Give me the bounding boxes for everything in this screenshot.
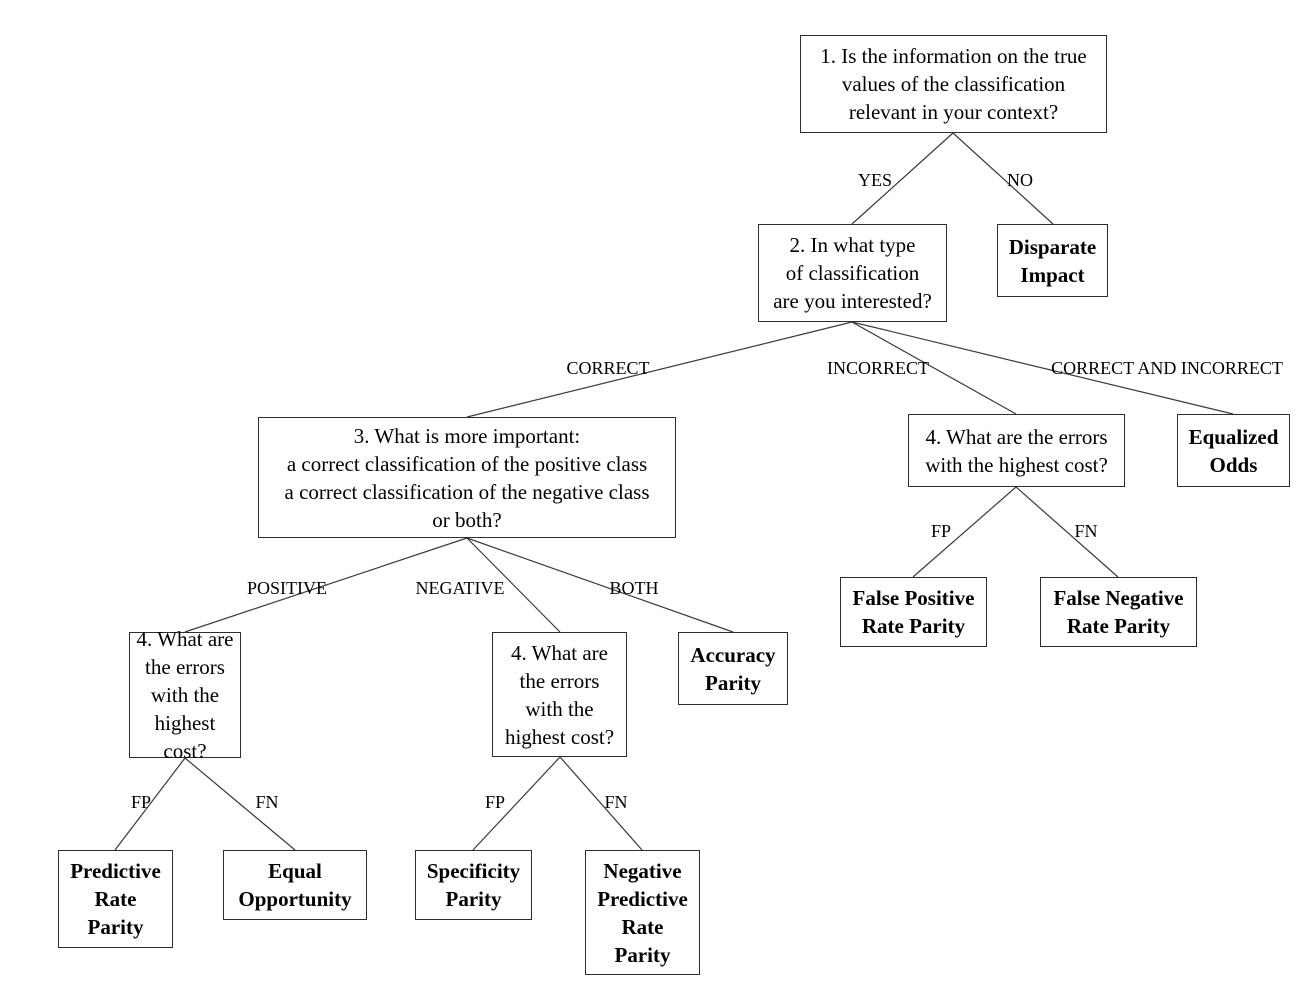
edge-q3-accuracy-parity <box>466 537 734 633</box>
edge-label-fn-incorrect-branch: FN <box>1074 521 1098 541</box>
node-equalized-odds: Equalized Odds <box>1177 414 1290 487</box>
node-question-4-positive: 4. What are the errors with the highest … <box>129 627 241 763</box>
edge-label-no: NO <box>1007 170 1033 190</box>
node-accuracy-parity: Accuracy Parity <box>678 632 788 705</box>
edge-label-correct: CORRECT <box>566 358 650 378</box>
edge-label-positive: POSITIVE <box>247 578 327 598</box>
edge-q1-disparate-impact <box>952 132 1054 225</box>
edge-q3-q4-negative <box>466 537 561 633</box>
node-question-3: 3. What is more important: a correct cla… <box>258 417 676 538</box>
edge-q2-q4-incorrect <box>851 321 1017 415</box>
edge-label-negative: NEGATIVE <box>415 578 505 598</box>
edge-q3-q4-positive <box>184 537 468 633</box>
node-false-negative-rate-parity: False Negative Rate Parity <box>1040 577 1197 647</box>
edge-q4inc-false-positive-rate-parity <box>912 486 1017 578</box>
edge-label-fn-negative-branch: FN <box>604 792 628 812</box>
edge-q4neg-specificity-parity <box>472 756 561 851</box>
edge-label-correct-and-incorrect: CORRECT AND INCORRECT <box>1051 358 1283 378</box>
edge-label-yes: YES <box>857 170 893 190</box>
edge-q4pos-equal-opportunity <box>184 757 296 851</box>
node-question-4-negative: 4. What are the errors with the highest … <box>492 632 627 757</box>
edge-label-incorrect: INCORRECT <box>826 358 930 378</box>
node-predictive-rate-parity: Predictive Rate Parity <box>58 850 173 948</box>
edge-q2-q3 <box>466 321 853 418</box>
node-disparate-impact: Disparate Impact <box>997 224 1108 297</box>
node-question-4-incorrect: 4. What are the errors with the highest … <box>908 414 1125 487</box>
edge-q2-equalized-odds <box>851 321 1234 415</box>
node-equal-opportunity: Equal Opportunity <box>223 850 367 920</box>
edge-label-fn-positive-branch: FN <box>255 792 279 812</box>
edge-q4inc-false-negative-rate-parity <box>1015 486 1119 578</box>
edge-label-fp-negative-branch: FP <box>484 792 506 812</box>
edge-q4neg-negative-predictive-rate-parity <box>559 756 643 851</box>
node-false-positive-rate-parity: False Positive Rate Parity <box>840 577 987 647</box>
edge-label-fp-incorrect-branch: FP <box>930 521 952 541</box>
node-question-1: 1. Is the information on the true values… <box>800 35 1107 133</box>
edge-label-both: BOTH <box>609 578 659 598</box>
node-question-2: 2. In what type of classification are yo… <box>758 224 947 322</box>
edge-label-fp-positive-branch: FP <box>130 792 152 812</box>
node-specificity-parity: Specificity Parity <box>415 850 532 920</box>
node-negative-predictive-rate-parity: Negative Predictive Rate Parity <box>585 850 700 975</box>
edge-q4pos-predictive-rate-parity <box>114 757 186 851</box>
edge-q1-q2 <box>851 132 954 225</box>
